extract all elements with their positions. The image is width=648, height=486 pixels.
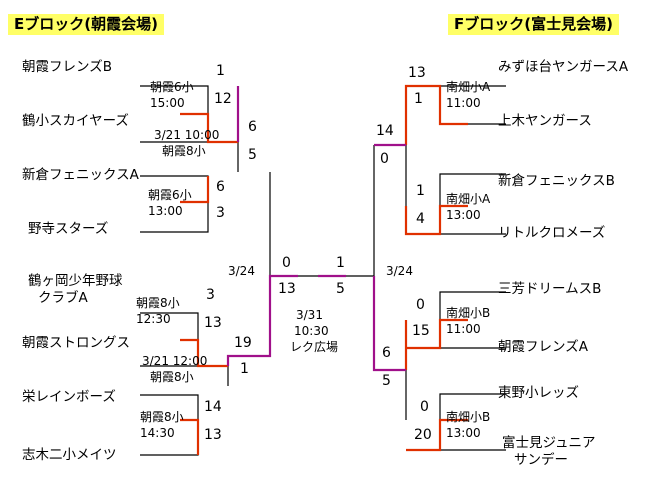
venue-er2b-date: 3/21 12:00 [142, 354, 208, 368]
venue-f12-place: 南畑小A [446, 80, 491, 94]
venue-f34-time: 13:00 [446, 208, 481, 222]
score-e2: 12 [214, 91, 232, 107]
team-e5-line1: 鶴ヶ岡少年野球 [28, 273, 123, 289]
e-block-title: Eブロック(朝霞会場) [8, 14, 164, 35]
team-f3: 新倉フェニックスB [498, 173, 615, 189]
score-f8: 20 [414, 427, 432, 443]
venue-e12-place: 朝霞6小 [150, 80, 194, 94]
score-e8: 13 [204, 427, 222, 443]
venue-f56-time: 11:00 [446, 322, 481, 336]
team-f5: 三芳ドリームスB [498, 281, 602, 297]
team-f2: 上木ヤンガース [498, 113, 592, 129]
venue-er2-place: 朝霞8小 [162, 144, 206, 158]
winner-lines-later [226, 86, 406, 372]
score-e7: 14 [204, 399, 222, 415]
team-e4: 野寺スターズ [28, 221, 109, 237]
final-time: 10:30 [294, 324, 329, 338]
team-e7: 栄レインボーズ [22, 389, 116, 405]
team-e6: 朝霞ストロングス [22, 335, 130, 351]
score-f34: 0 [380, 151, 389, 167]
score-e78: 1 [240, 361, 249, 377]
team-f4: リトルクロメーズ [498, 225, 606, 241]
score-esemi-bot: 13 [278, 281, 296, 297]
score-f12: 14 [376, 123, 394, 139]
score-f3: 1 [416, 183, 425, 199]
score-f2: 1 [414, 91, 423, 107]
venue-e78-time: 14:30 [140, 426, 175, 440]
venue-er2-date: 3/21 10:00 [154, 128, 220, 142]
score-f1: 13 [408, 65, 426, 81]
score-e56: 19 [234, 335, 252, 351]
team-f6: 朝霞フレンズA [498, 339, 588, 355]
score-e3: 6 [216, 179, 225, 195]
venue-e34-time: 13:00 [148, 204, 183, 218]
venue-e56-place: 朝霞8小 [136, 296, 180, 310]
score-e6: 13 [204, 315, 222, 331]
team-e3: 新倉フェニックスA [22, 167, 139, 183]
winner-lines [180, 84, 468, 455]
semi-left-date: 3/24 [228, 264, 255, 278]
score-final-left: 1 [336, 255, 345, 271]
score-esemi-top: 0 [282, 255, 291, 271]
team-e1: 朝霞フレンズB [22, 59, 112, 75]
venue-f56-place: 南畑小B [446, 306, 491, 320]
score-f4: 4 [416, 211, 425, 227]
score-e12: 6 [248, 119, 257, 135]
venue-f78-time: 13:00 [446, 426, 481, 440]
venue-er2b-place: 朝霞8小 [150, 370, 194, 384]
team-e5-line2: クラブA [38, 290, 88, 306]
score-e34: 5 [248, 147, 257, 163]
team-f8-line1: 富士見ジュニア [502, 435, 596, 451]
final-place: レク広場 [290, 340, 339, 354]
venue-f34-place: 南畑小A [446, 192, 491, 206]
score-f7: 0 [420, 399, 429, 415]
team-e2: 鶴小スカイヤーズ [22, 113, 129, 129]
semi-right-date: 3/24 [386, 264, 413, 278]
team-f8-line2: サンデー [514, 452, 568, 468]
score-final-right: 5 [336, 281, 345, 297]
team-e8: 志木二小メイツ [22, 447, 117, 463]
venue-e34-place: 朝霞6小 [148, 188, 192, 202]
score-f56: 6 [382, 345, 391, 361]
team-f1: みずほ台ヤンガースA [498, 59, 629, 75]
venue-f78-place: 南畑小B [446, 410, 491, 424]
score-f78: 5 [382, 373, 391, 389]
final-date: 3/31 [296, 308, 323, 322]
f-block-title: Fブロック(富士見会場) [448, 14, 619, 35]
venue-e12-time: 15:00 [150, 96, 185, 110]
venue-e78-place: 朝霞8小 [140, 410, 184, 424]
score-f6: 15 [412, 323, 430, 339]
venue-e56-time: 12:30 [136, 312, 171, 326]
score-e1: 1 [216, 63, 225, 79]
team-f7: 東野小レッズ [498, 385, 579, 401]
score-f5: 0 [416, 297, 425, 313]
score-e5: 3 [206, 287, 215, 303]
score-e4: 3 [216, 205, 225, 221]
venue-f12-time: 11:00 [446, 96, 481, 110]
